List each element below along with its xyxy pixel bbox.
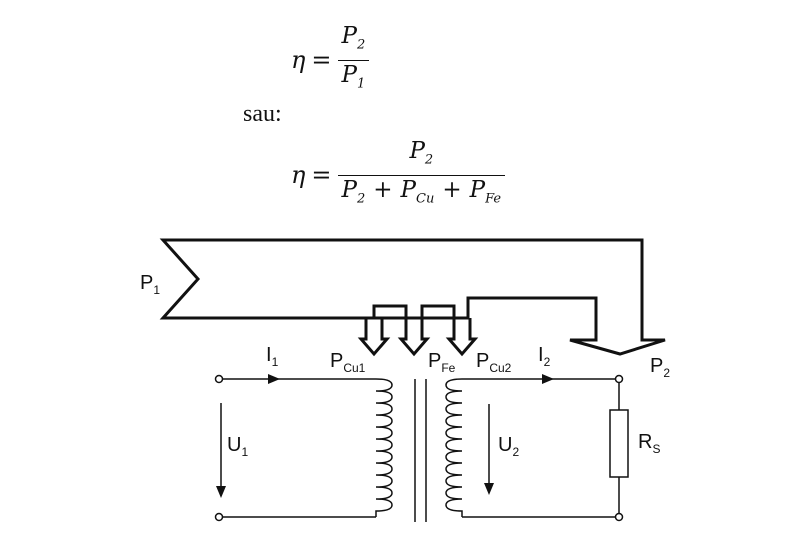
efficiency-formula: η = P2 P1 — [291, 22, 370, 99]
loss-arrow-pcu1 — [357, 318, 391, 357]
load-resistor — [609, 409, 629, 478]
u2-arrowhead — [484, 483, 494, 495]
label-i1: I1 — [266, 344, 279, 369]
secondary-terminal-bottom — [614, 512, 624, 522]
label-u1: U1 — [227, 434, 248, 459]
label-i2: I2 — [538, 344, 551, 369]
label-pcu1: PCu1 — [330, 350, 366, 375]
label-pcu2: PCu2 — [476, 350, 512, 375]
primary-terminal-top — [214, 374, 224, 384]
equals-sign: = — [311, 161, 332, 190]
label-pfe: PFe — [428, 350, 456, 375]
equals-sign: = — [311, 46, 332, 75]
denominator: P2+PCu+PFe — [341, 177, 502, 207]
denominator: P1 — [341, 62, 366, 92]
fraction: P2 P2+PCu+PFe — [337, 137, 506, 214]
i2-arrowhead — [542, 374, 554, 384]
expanded-efficiency-formula: η = P2 P2+PCu+PFe — [291, 137, 506, 214]
power-flow-band — [159, 238, 666, 356]
primary-terminal-bottom — [214, 512, 224, 522]
fraction-bar — [337, 59, 370, 62]
i1-arrowhead — [268, 374, 280, 384]
fraction-bar — [337, 174, 506, 177]
u1-arrowhead — [216, 486, 226, 498]
loss-arrow-pfe — [372, 304, 479, 357]
eta-symbol: η — [291, 46, 306, 75]
secondary-coil — [445, 378, 463, 517]
label-rs: RS — [638, 431, 660, 456]
primary-coil — [375, 378, 393, 517]
eta-symbol: η — [291, 161, 306, 190]
label-p1: P1 — [140, 272, 160, 297]
label-u2: U2 — [498, 434, 519, 459]
fraction: P2 P1 — [337, 22, 370, 99]
connector-text: sau: — [243, 101, 282, 127]
numerator: P2 — [341, 23, 366, 53]
label-p2: P2 — [650, 355, 670, 380]
secondary-terminal-top — [614, 374, 624, 384]
numerator: P2 — [409, 138, 434, 168]
